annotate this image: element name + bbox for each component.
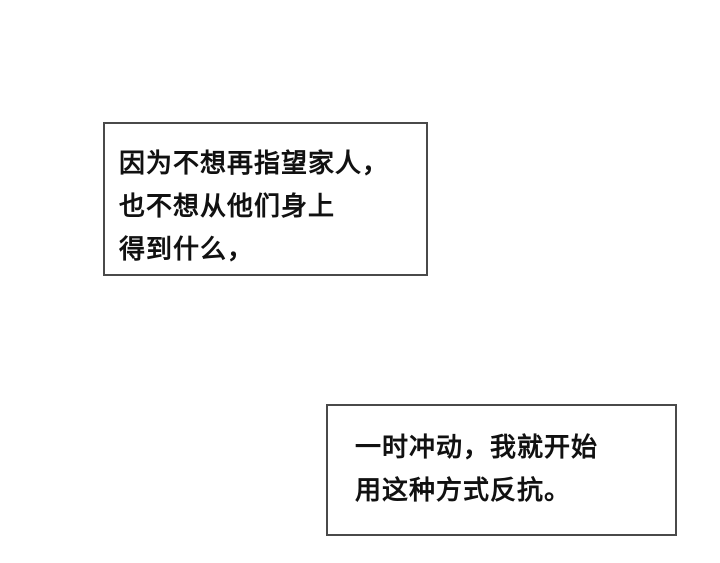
- caption-line: 因为不想再指望家人，: [119, 149, 390, 179]
- caption-line: 得到什么，: [119, 235, 255, 265]
- caption-line: 一时冲动，我就开始: [355, 433, 599, 463]
- caption-line: 用这种方式反抗。: [355, 476, 572, 506]
- caption-line: 也不想从他们身上: [119, 192, 336, 222]
- caption-box-2: 一时冲动，我就开始 用这种方式反抗。: [326, 404, 677, 536]
- caption-box-1: 因为不想再指望家人， 也不想从他们身上 得到什么，: [103, 122, 428, 276]
